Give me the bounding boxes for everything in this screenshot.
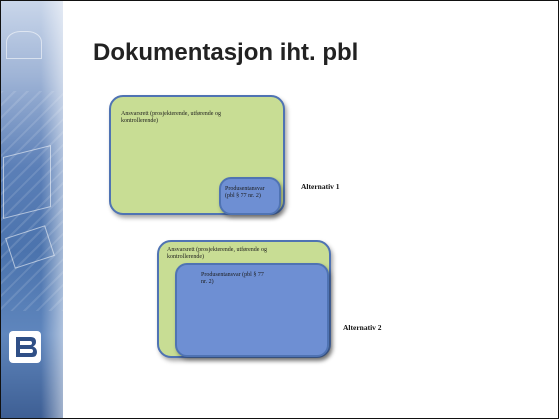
logo-icon: [9, 331, 41, 363]
decorative-side-band: [1, 1, 63, 418]
producer-text-alt1: Produsentansvar (pbl § 77 nr. 2): [225, 186, 265, 199]
band-highlight: [41, 1, 63, 418]
band-sketch-dome: [6, 31, 42, 59]
alternative-label-2: Alternativ 2: [343, 323, 382, 332]
slide-title: Dokumentasjon iht. pbl: [93, 39, 359, 66]
producer-box-alt2: Produsentansvar (pbl § 77 nr. 2): [175, 263, 329, 357]
producer-text-alt2: Produsentansvar (pbl § 77 nr. 2): [201, 272, 264, 285]
alternative-label-1: Alternativ 1: [301, 182, 340, 191]
responsibility-text-alt1: Ansvarsrett (prosjekterende, utførende o…: [121, 111, 221, 124]
producer-box-alt1: Produsentansvar (pbl § 77 nr. 2): [219, 177, 281, 215]
responsibility-text-alt2: Ansvarsrett (prosjekterende, utførende o…: [167, 247, 267, 260]
